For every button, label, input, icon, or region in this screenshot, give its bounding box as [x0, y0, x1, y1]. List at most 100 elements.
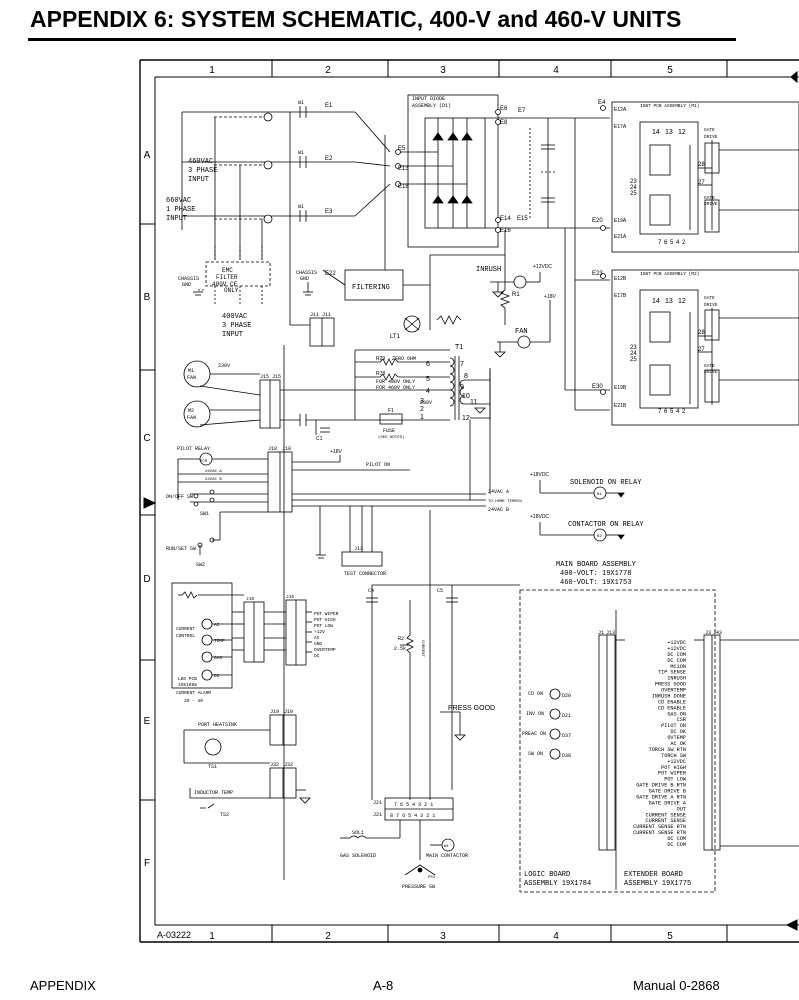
transformer-pin: 1	[420, 414, 424, 421]
contactor-label: W1	[298, 204, 304, 210]
bus-label: 24VAC A	[488, 489, 509, 495]
extender-signal: DC COM	[667, 652, 686, 658]
extender-signal: +12VDC	[667, 646, 686, 652]
current-control-label: CURRENT	[176, 626, 195, 632]
input-460-label: 460VAC	[188, 158, 213, 166]
fan-label: M1	[188, 368, 194, 374]
led-ref: D21	[562, 713, 571, 719]
led-ref: D37	[562, 733, 571, 739]
led-name: PREAC ON	[522, 731, 546, 737]
bridge-label: ASSEMBLY (D1)	[412, 103, 451, 109]
plug-label: J43	[713, 630, 722, 636]
extender-signal: +12VDC	[667, 759, 686, 765]
plug-label: J11	[322, 312, 331, 318]
chassis-label: CHASSIS	[296, 270, 317, 276]
gate-label: DRIVE	[704, 369, 718, 375]
igbt-terminal: E17A	[614, 124, 627, 130]
transformer-pin: 7	[460, 361, 464, 368]
voltage-label: +18V	[330, 449, 342, 455]
lamp-label: LT1	[390, 334, 401, 340]
input-460-label: INPUT	[188, 176, 209, 184]
igbt-pin: 13	[665, 129, 673, 136]
input-diode-bridge	[395, 94, 610, 411]
led-pcb-label: 19X1888	[178, 682, 197, 688]
extender-signal: CURRENT SENSE RTN	[633, 830, 686, 836]
igbt-terminal: E12B	[614, 276, 627, 282]
footer-manual-number: Manual 0-2868	[633, 978, 720, 993]
transformer-pin: 3	[420, 398, 424, 405]
extender-signal: DC OK	[670, 729, 686, 735]
transformer-label: T1	[455, 344, 463, 351]
row-label: D	[143, 574, 150, 585]
plug-label: J13	[354, 546, 363, 552]
solenoid-label: GAS SOLENOID	[340, 853, 376, 859]
tap-pin: 6	[426, 361, 430, 368]
plug-label: J15	[272, 374, 281, 380]
extender-signal: DC COM	[667, 836, 686, 842]
fan-voltage: 230V	[218, 363, 230, 369]
igbt-pin: 6	[664, 240, 668, 246]
terminal-label: E5	[398, 146, 406, 152]
igbt-terminal: E12A	[614, 107, 627, 113]
resistor-label: R1	[512, 292, 520, 298]
plug-label: J16	[286, 594, 294, 600]
extender-signal: CSR	[677, 717, 686, 723]
input-400-label: INPUT	[222, 331, 243, 339]
terminal-label: E22	[325, 271, 336, 277]
test-connector-label: TEST CONNECTOR	[344, 571, 386, 577]
connector-pins: 7 6 5 4 3 2 1	[394, 802, 433, 808]
contactor-label: W1	[298, 100, 304, 106]
extender-signal: POT HIGH	[661, 765, 686, 771]
fan-label: FAN	[187, 415, 196, 421]
transformer-pin: 9	[460, 384, 464, 391]
plug-label: J3	[705, 630, 711, 636]
plug-label: J16	[246, 596, 254, 602]
press-good-label: PRESS GOOD	[448, 705, 495, 712]
voltage-label: +18VDC	[530, 472, 549, 478]
plug-label: J18	[282, 446, 291, 452]
current-control-label: CONTROL	[176, 633, 195, 639]
pot-label: +12V	[314, 629, 325, 635]
relay-switch-section	[177, 368, 625, 567]
pot-label: GND	[314, 641, 322, 647]
terminal-label: E3	[325, 209, 333, 215]
drawing-frame	[139, 59, 799, 943]
switch-ref: SW2	[196, 562, 205, 568]
extender-board-label: EXTENDER BOARD	[624, 871, 683, 879]
relay-label: CONTACTOR ON RELAY	[568, 521, 644, 529]
led-label: DC	[214, 673, 220, 679]
sensor-ref: TS2	[220, 812, 229, 818]
voltage-label: 24VAC B	[205, 478, 222, 482]
sensor-label: PORT HEATSINK	[198, 722, 237, 728]
led-ref: D20	[562, 693, 571, 699]
terminal-label: E30	[592, 384, 603, 390]
igbt-assembly-2	[611, 269, 799, 426]
igbt-pin: 23	[630, 179, 637, 185]
footer-page-number: A-8	[373, 978, 394, 993]
main-board-label: 460-VOLT: 19X1753	[560, 579, 631, 587]
logic-extender-boards	[519, 589, 799, 893]
filtering-label: FILTERING	[352, 284, 390, 292]
igbt-pin: 4	[676, 409, 680, 415]
emc-label: 400V CE	[212, 281, 238, 288]
emc-label: EMC	[222, 267, 233, 274]
tap-note: FOR 460V ONLY	[376, 385, 415, 391]
input-660-label: 660VAC	[166, 197, 191, 205]
igbt-pin: 27	[698, 347, 705, 353]
extender-signal: TIP SENSE	[658, 670, 686, 676]
col-label: 4	[553, 65, 559, 76]
pot-ref: 2.5k	[394, 646, 406, 652]
igbt-pin: 27	[698, 180, 705, 186]
extender-signal: CD ENABLE	[658, 699, 686, 705]
led-label: GAS	[214, 655, 222, 661]
plug-label: J1	[598, 630, 604, 636]
igbt-pin: 14	[652, 129, 660, 136]
tap-name: R78	[376, 371, 385, 377]
row-label: E	[144, 716, 151, 727]
igbt-terminal: E17B	[614, 293, 627, 299]
led-name: SW ON	[528, 751, 543, 757]
col-label: 5	[667, 931, 673, 942]
logic-board-label: LOGIC BOARD	[524, 871, 570, 879]
igbt-pin: 12	[678, 298, 686, 305]
